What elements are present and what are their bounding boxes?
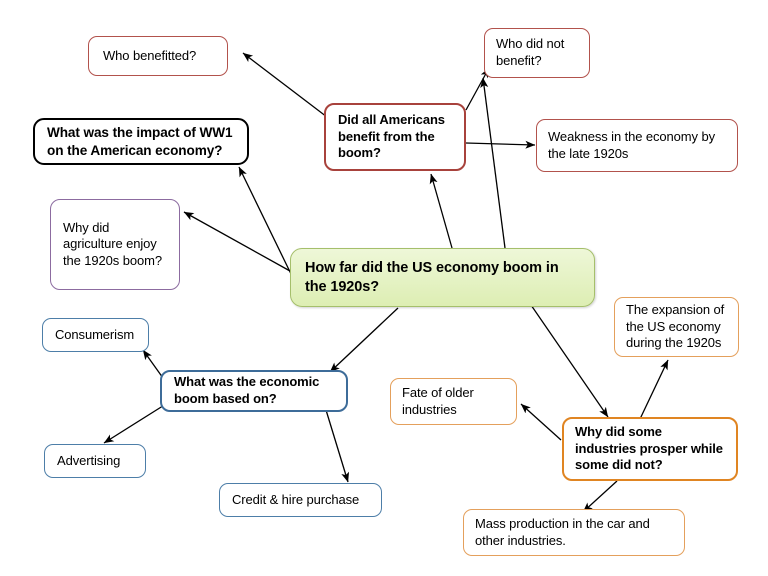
node-fate-older-industries-label: Fate of older industries (402, 384, 474, 417)
node-consumerism-label: Consumerism (55, 326, 135, 342)
node-boom-based-on[interactable]: What was the economic boom based on? (160, 370, 348, 412)
node-center[interactable]: How far did the US economy boom in the 1… (290, 248, 595, 307)
node-did-all-americans[interactable]: Did all Americans benefit from the boom? (324, 103, 466, 171)
node-why-prosper[interactable]: Why did some industries prosper while so… (562, 417, 738, 481)
edge-center-to-who-did-not-benefit (480, 77, 506, 249)
node-agriculture-label: Why did agriculture enjoy the 1920s boom… (63, 219, 162, 268)
node-fate-older-industries[interactable]: Fate of older industries (390, 378, 517, 425)
edge-why-prosper-to-mass-production (582, 480, 618, 513)
node-weakness-economy[interactable]: Weakness in the economy by the late 1920… (536, 119, 738, 172)
node-who-did-not-benefit[interactable]: Who did not benefit? (484, 28, 590, 78)
edge-boom-based-on-to-advertising (103, 403, 167, 444)
node-center-label: How far did the US economy boom in the 1… (305, 259, 559, 295)
node-mass-production[interactable]: Mass production in the car and other ind… (463, 509, 685, 556)
node-did-all-americans-label: Did all Americans benefit from the boom? (338, 112, 445, 161)
edge-center-to-why-prosper (530, 304, 609, 418)
node-mass-production-label: Mass production in the car and other ind… (475, 515, 650, 548)
node-who-benefitted[interactable]: Who benefitted? (88, 36, 228, 76)
edge-did-all-americans-to-weakness (465, 140, 536, 149)
node-consumerism[interactable]: Consumerism (42, 318, 149, 352)
node-expansion[interactable]: The expansion of the US economy during t… (614, 297, 739, 357)
node-who-benefitted-label: Who benefitted? (103, 47, 197, 63)
edge-boom-based-on-to-consumerism (142, 349, 164, 379)
edge-boom-based-on-to-credit-hire (325, 409, 350, 483)
node-credit-hire-purchase[interactable]: Credit & hire purchase (219, 483, 382, 517)
node-impact-ww1[interactable]: What was the impact of WW1 on the Americ… (33, 118, 249, 165)
edge-why-prosper-to-fate-older (520, 403, 562, 441)
edge-center-to-agriculture (183, 211, 291, 272)
node-advertising[interactable]: Advertising (44, 444, 146, 478)
edge-center-to-did-all-americans (429, 173, 453, 249)
node-impact-ww1-label: What was the impact of WW1 on the Americ… (47, 125, 233, 158)
edge-center-to-boom-based-on (329, 307, 399, 373)
node-why-prosper-label: Why did some industries prosper while so… (575, 424, 723, 473)
edge-center-to-impact-ww1 (238, 166, 293, 277)
node-boom-based-on-label: What was the economic boom based on? (174, 374, 320, 406)
node-credit-hire-purchase-label: Credit & hire purchase (232, 491, 360, 507)
node-advertising-label: Advertising (57, 452, 121, 468)
node-agriculture[interactable]: Why did agriculture enjoy the 1920s boom… (50, 199, 180, 290)
edge-why-prosper-to-expansion (639, 359, 669, 420)
edge-did-all-americans-to-who-benefitted (242, 52, 328, 118)
node-who-did-not-benefit-label: Who did not benefit? (496, 36, 565, 68)
node-expansion-label: The expansion of the US economy during t… (626, 302, 725, 351)
node-weakness-economy-label: Weakness in the economy by the late 1920… (548, 128, 715, 161)
